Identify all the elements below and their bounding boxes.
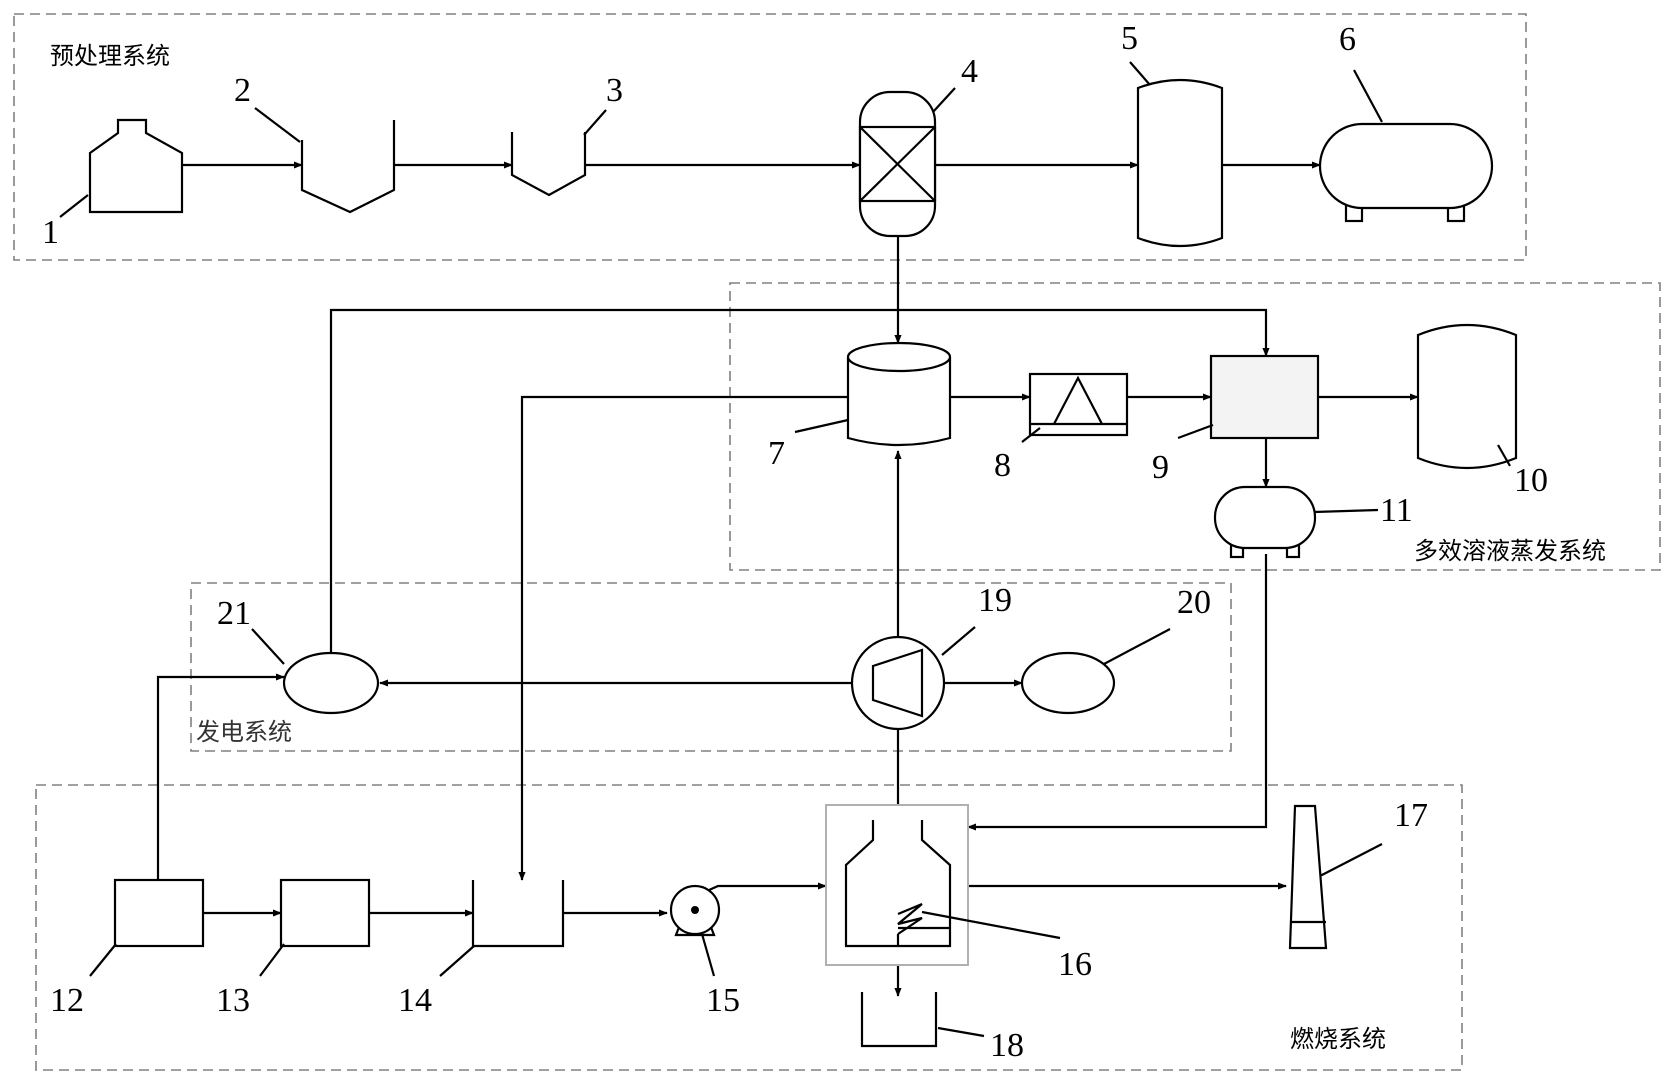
- equipment-4-reactor-column: [858, 90, 937, 238]
- label-4: 4: [961, 53, 978, 90]
- flow-21-to-9: [329, 308, 1270, 653]
- label-8: 8: [994, 447, 1011, 484]
- label-7: 7: [768, 435, 785, 472]
- label-16: 16: [1058, 946, 1092, 983]
- label-6: 6: [1339, 21, 1356, 58]
- label-11: 11: [1380, 492, 1413, 529]
- equipment-21-unit: [282, 651, 380, 715]
- flow-11-to-16: [967, 554, 1268, 831]
- combustion-system-label: 燃烧系统: [1290, 1025, 1386, 1053]
- equipment-12-box: [113, 878, 205, 948]
- power-system-boundary: [190, 582, 1232, 752]
- equipment-17-chimney: [1288, 804, 1328, 950]
- equipment-16-incinerator: [825, 804, 969, 966]
- combustion-system-boundary: [35, 784, 1463, 1071]
- equipment-5-vertical-vessel: [1136, 78, 1224, 248]
- label-3: 3: [606, 72, 623, 109]
- flow-15-to-16: [697, 882, 827, 897]
- label-12: 12: [50, 982, 84, 1019]
- equipment-7-cylinder-tank: [846, 341, 952, 447]
- label-14: 14: [398, 982, 432, 1019]
- equipment-1-storage-tank: [88, 118, 184, 214]
- leader-lines: [59, 61, 1511, 1038]
- label-20: 20: [1177, 584, 1211, 621]
- label-2: 2: [234, 72, 251, 109]
- label-15: 15: [706, 982, 740, 1019]
- equipment-19-turbine: [850, 635, 946, 731]
- equipment-6-horizontal-tank: [1318, 122, 1494, 223]
- equipment-14-tank: [471, 880, 565, 948]
- equipment-18-ash-bin: [860, 992, 938, 1048]
- equipment-3-tank: [510, 132, 587, 197]
- evaporation-system-boundary: [729, 282, 1661, 571]
- equipment-2-tank: [300, 120, 396, 214]
- label-21: 21: [217, 595, 251, 632]
- equipment-20-generator: [1020, 651, 1116, 715]
- label-13: 13: [216, 982, 250, 1019]
- equipment-13-box: [279, 878, 371, 948]
- flow-12-to-21: [156, 673, 285, 880]
- pretreatment-system-boundary: [13, 13, 1527, 261]
- equipment-11-horizontal-tank: [1213, 485, 1317, 559]
- label-5: 5: [1121, 20, 1138, 57]
- label-10: 10: [1514, 462, 1548, 499]
- equipment-10-vertical-vessel: [1416, 323, 1518, 470]
- label-17: 17: [1394, 797, 1428, 834]
- equipment-9-evaporator: [1209, 354, 1320, 440]
- label-9: 9: [1152, 449, 1169, 486]
- label-1: 1: [42, 214, 59, 251]
- equipment-8-unit: [1028, 372, 1129, 437]
- flow-7-to-14: [518, 395, 848, 881]
- label-19: 19: [978, 582, 1012, 619]
- pretreatment-system-label: 预处理系统: [50, 42, 170, 70]
- label-18: 18: [990, 1027, 1024, 1064]
- equipment-15-pump: [669, 884, 721, 937]
- evaporation-system-label: 多效溶液蒸发系统: [1414, 537, 1606, 565]
- power-system-label: 发电系统: [196, 718, 292, 746]
